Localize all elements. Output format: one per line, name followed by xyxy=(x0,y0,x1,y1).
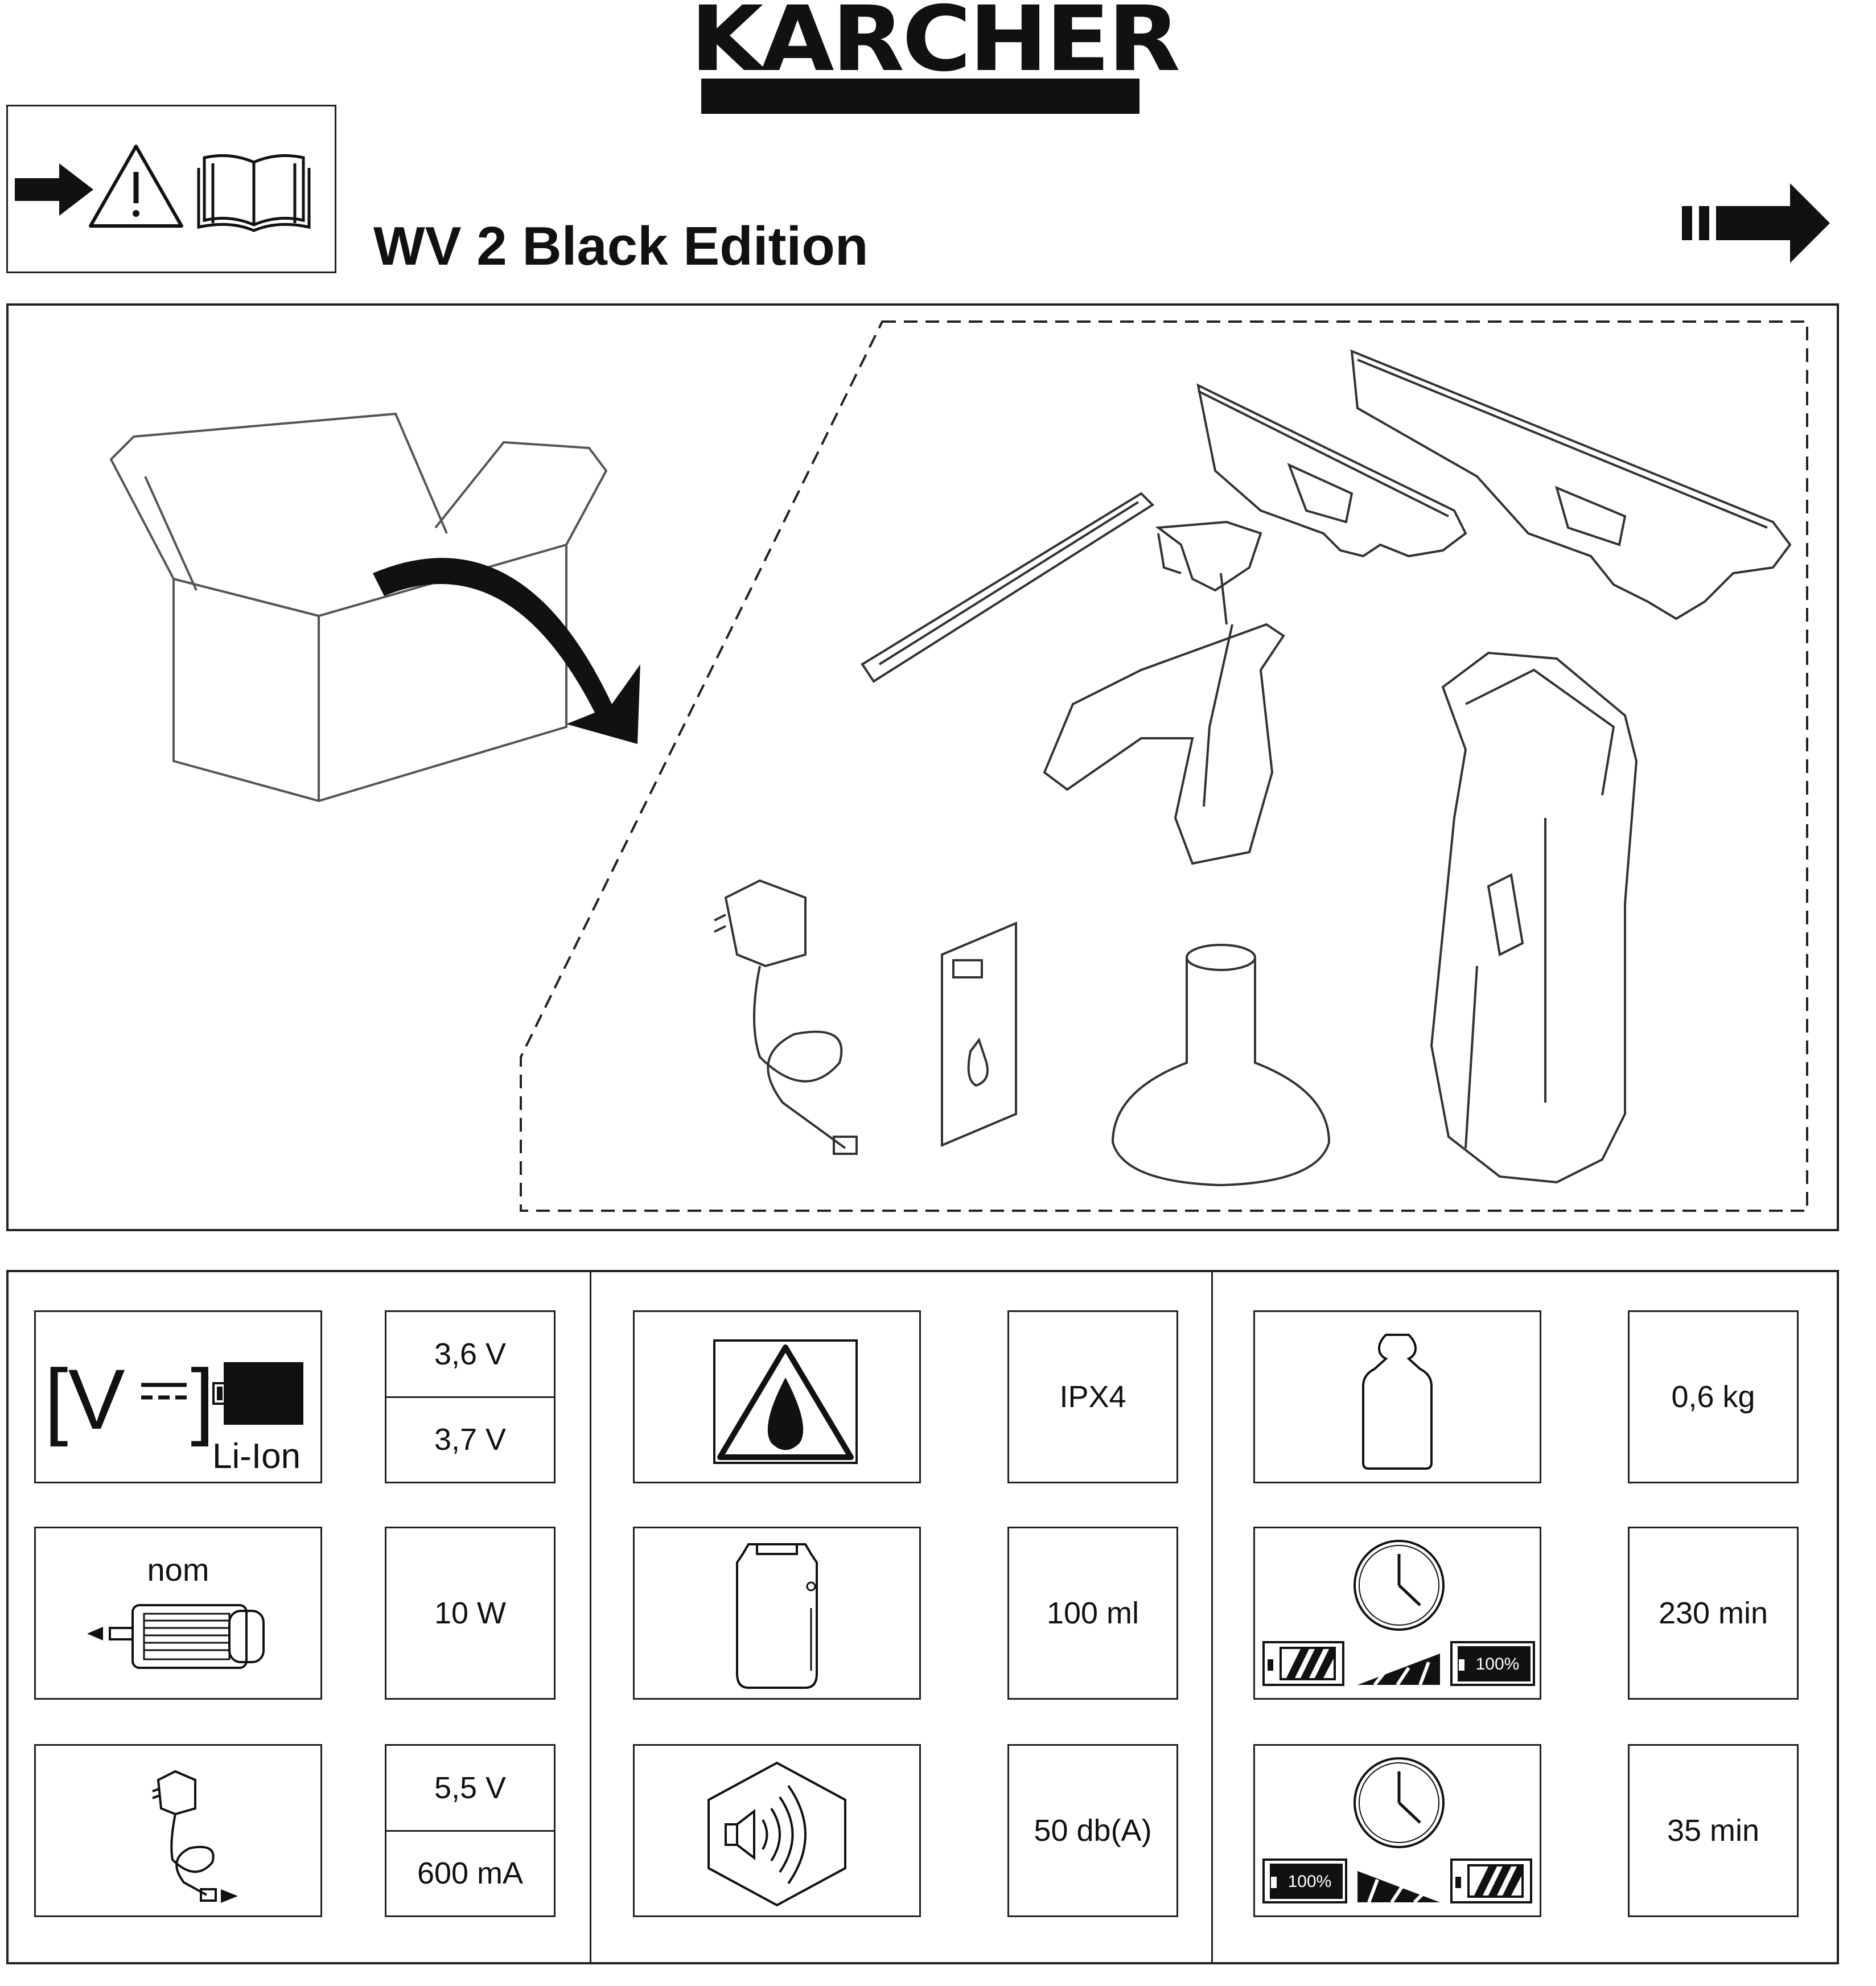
svg-text:]: ] xyxy=(191,1351,215,1447)
water-protection-icon xyxy=(633,1310,921,1483)
wiper-blade-icon xyxy=(861,492,1155,683)
squeegee-small-icon xyxy=(1196,383,1467,558)
logo-text: KÄRCHER xyxy=(690,0,1180,92)
battery-voltage-max: 3,7 V xyxy=(386,1396,554,1482)
battery-runtime-value: 230 min xyxy=(1628,1527,1799,1700)
sound-pressure-value: 50 db(A) xyxy=(1007,1744,1178,1917)
charging-time-value: 35 min xyxy=(1628,1744,1799,1917)
charger-current: 600 mA xyxy=(386,1829,554,1916)
tank-volume-value: 100 ml xyxy=(1007,1527,1178,1700)
product-title: WV 2 Black Edition xyxy=(373,216,869,277)
scope-of-delivery-illustration xyxy=(6,303,1839,1231)
charger-voltage: 5,5 V xyxy=(434,1770,507,1805)
battery-voltage-nominal: 3,6 V xyxy=(434,1337,507,1371)
battery-full-icon: 100% xyxy=(1262,1858,1347,1903)
clock-icon xyxy=(1353,1757,1445,1848)
protection-class-value: IPX4 xyxy=(1007,1310,1178,1483)
unpack-arrow-icon xyxy=(373,558,640,744)
column-divider xyxy=(590,1270,591,1964)
runtime-battery-label: 100% xyxy=(1476,1655,1520,1673)
battery-full-icon: 100% xyxy=(1450,1641,1535,1686)
clock-icon xyxy=(1353,1540,1445,1631)
logo-bar xyxy=(701,79,1139,114)
open-box-icon xyxy=(109,412,608,803)
tank-volume-icon xyxy=(633,1527,921,1700)
leaflet-icon xyxy=(941,921,1017,1148)
rated-power-icon: nom xyxy=(34,1527,322,1700)
karcher-logo: KÄRCHER xyxy=(690,0,1180,117)
charger-output-values: 5,5 V 600 mA xyxy=(385,1744,556,1917)
rated-power-label: nom xyxy=(147,1552,209,1588)
column-divider xyxy=(1211,1270,1213,1964)
squeegee-large-icon xyxy=(1350,349,1792,620)
next-page-arrow-icon xyxy=(1682,183,1841,263)
read-manual-notice xyxy=(6,105,336,273)
window-vac-icon xyxy=(1430,651,1638,1184)
spray-bottle-icon xyxy=(1155,520,1262,625)
charging-time-icon: 100% xyxy=(1253,1744,1541,1917)
battery-runtime-icon: 100% xyxy=(1253,1527,1541,1700)
wiper-head-icon xyxy=(1043,623,1285,865)
battery-voltage-icon: [V ] Li-Ion xyxy=(34,1310,322,1483)
charger-icon xyxy=(714,879,858,1155)
charger-output-icon xyxy=(34,1744,322,1917)
battery-voltage-values: 3,6 V 3,7 V xyxy=(385,1310,556,1483)
warning-triangle-icon xyxy=(89,145,183,228)
technical-data-panel xyxy=(6,1270,1839,1964)
arrow-right-icon xyxy=(15,163,93,216)
weight-icon xyxy=(1253,1310,1541,1483)
rated-power-value: 10 W xyxy=(385,1527,556,1700)
manual-book-icon xyxy=(197,154,311,232)
battery-type-label: Li-Ion xyxy=(212,1437,301,1476)
concentrate-bottle-icon xyxy=(1111,944,1331,1187)
weight-value: 0,6 kg xyxy=(1628,1310,1799,1483)
svg-text:[V: [V xyxy=(44,1351,125,1447)
sound-pressure-icon xyxy=(633,1744,921,1917)
battery-partial-icon xyxy=(1450,1858,1532,1903)
charge-battery-label: 100% xyxy=(1288,1872,1332,1891)
battery-partial-icon xyxy=(1262,1641,1344,1686)
